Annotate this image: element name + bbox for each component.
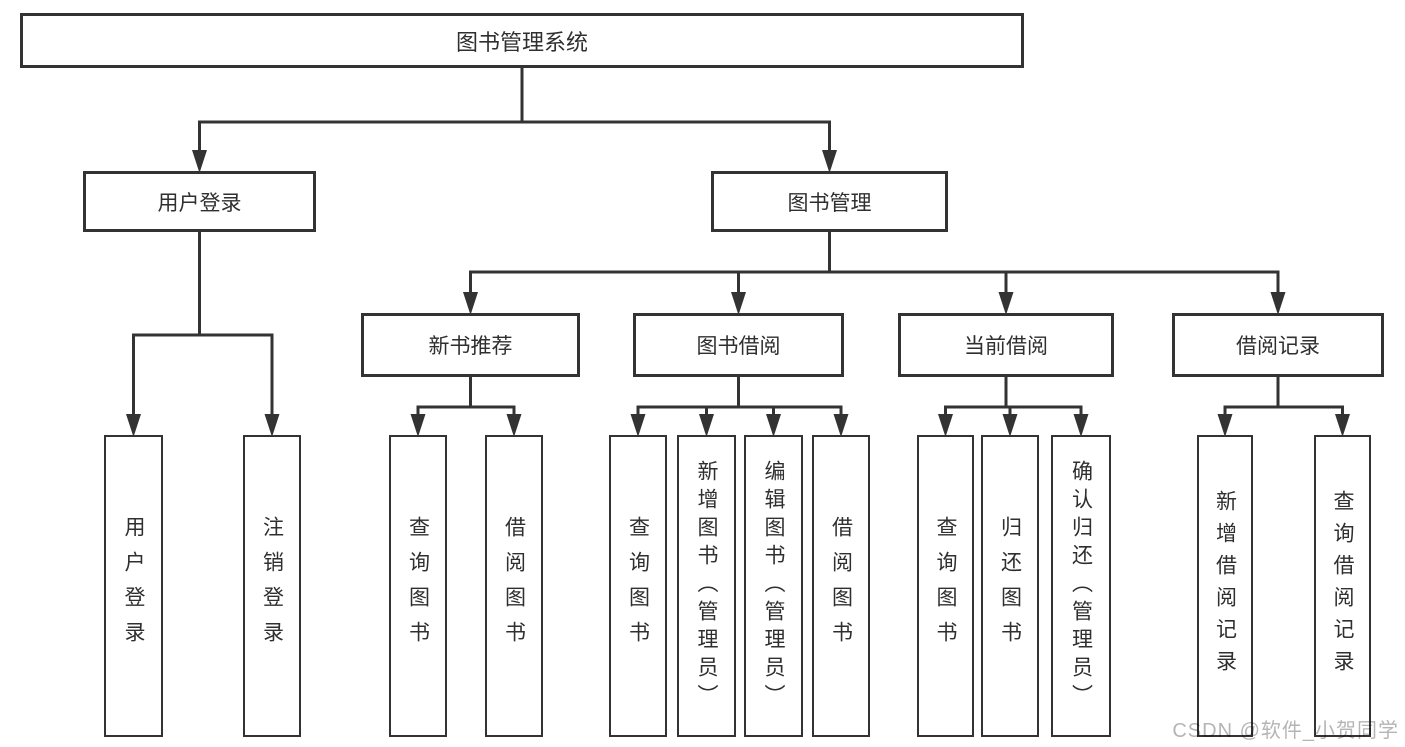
node-leaf-query-book-3: 查询图书	[917, 435, 974, 737]
node-label: 图书管理系统	[455, 29, 588, 55]
node-leaf-add-record: 新增借阅记录	[1197, 435, 1253, 737]
node-label: 注销登录	[260, 516, 284, 656]
node-label: 借阅图书	[829, 516, 853, 656]
node-label: 查询图书	[406, 516, 430, 656]
node-leaf-user-login: 用户登录	[104, 435, 163, 737]
node-new-book-rec: 新书推荐	[361, 313, 580, 377]
node-label: 新增借阅记录	[1213, 490, 1237, 682]
node-label: 图书借阅	[696, 335, 781, 358]
node-leaf-edit-book: 编辑图书（管理员）	[744, 435, 803, 737]
node-label: 新增图书（管理员）	[695, 460, 718, 712]
node-leaf-query-book-2: 查询图书	[609, 435, 667, 737]
node-book-mgmt: 图书管理	[711, 171, 948, 232]
node-leaf-add-book: 新增图书（管理员）	[677, 435, 736, 737]
node-label: 图书管理	[787, 191, 872, 215]
node-label: 查询图书	[626, 516, 650, 656]
node-leaf-borrow-book-1: 借阅图书	[485, 435, 543, 737]
node-root: 图书管理系统	[20, 13, 1024, 68]
node-leaf-confirm-return: 确认归还（管理员）	[1051, 435, 1111, 737]
node-leaf-query-book-1: 查询图书	[389, 435, 447, 737]
node-label: 查询借阅记录	[1331, 490, 1354, 682]
node-label: 当前借阅	[964, 335, 1048, 358]
node-label: 用户登录	[122, 516, 145, 656]
watermark: CSDN @软件_小贺同学	[1172, 720, 1399, 742]
node-label: 确认归还（管理员）	[1069, 460, 1093, 712]
node-leaf-logout: 注销登录	[243, 435, 301, 737]
node-label: 用户登录	[157, 191, 242, 215]
node-label: 新书推荐	[428, 335, 513, 358]
node-leaf-return-book: 归还图书	[981, 435, 1039, 737]
node-current-borrow: 当前借阅	[898, 313, 1114, 377]
node-leaf-query-record: 查询借阅记录	[1314, 435, 1371, 737]
node-label: 编辑图书（管理员）	[762, 460, 785, 712]
node-borrow-records: 借阅记录	[1172, 313, 1384, 377]
node-user-login: 用户登录	[83, 171, 316, 232]
node-label: 借阅图书	[502, 516, 526, 656]
node-book-borrow: 图书借阅	[633, 313, 844, 377]
node-label: 归还图书	[998, 516, 1022, 656]
node-label: 借阅记录	[1236, 335, 1320, 358]
node-leaf-borrow-book-2: 借阅图书	[812, 435, 870, 737]
node-label: 查询图书	[934, 516, 957, 656]
